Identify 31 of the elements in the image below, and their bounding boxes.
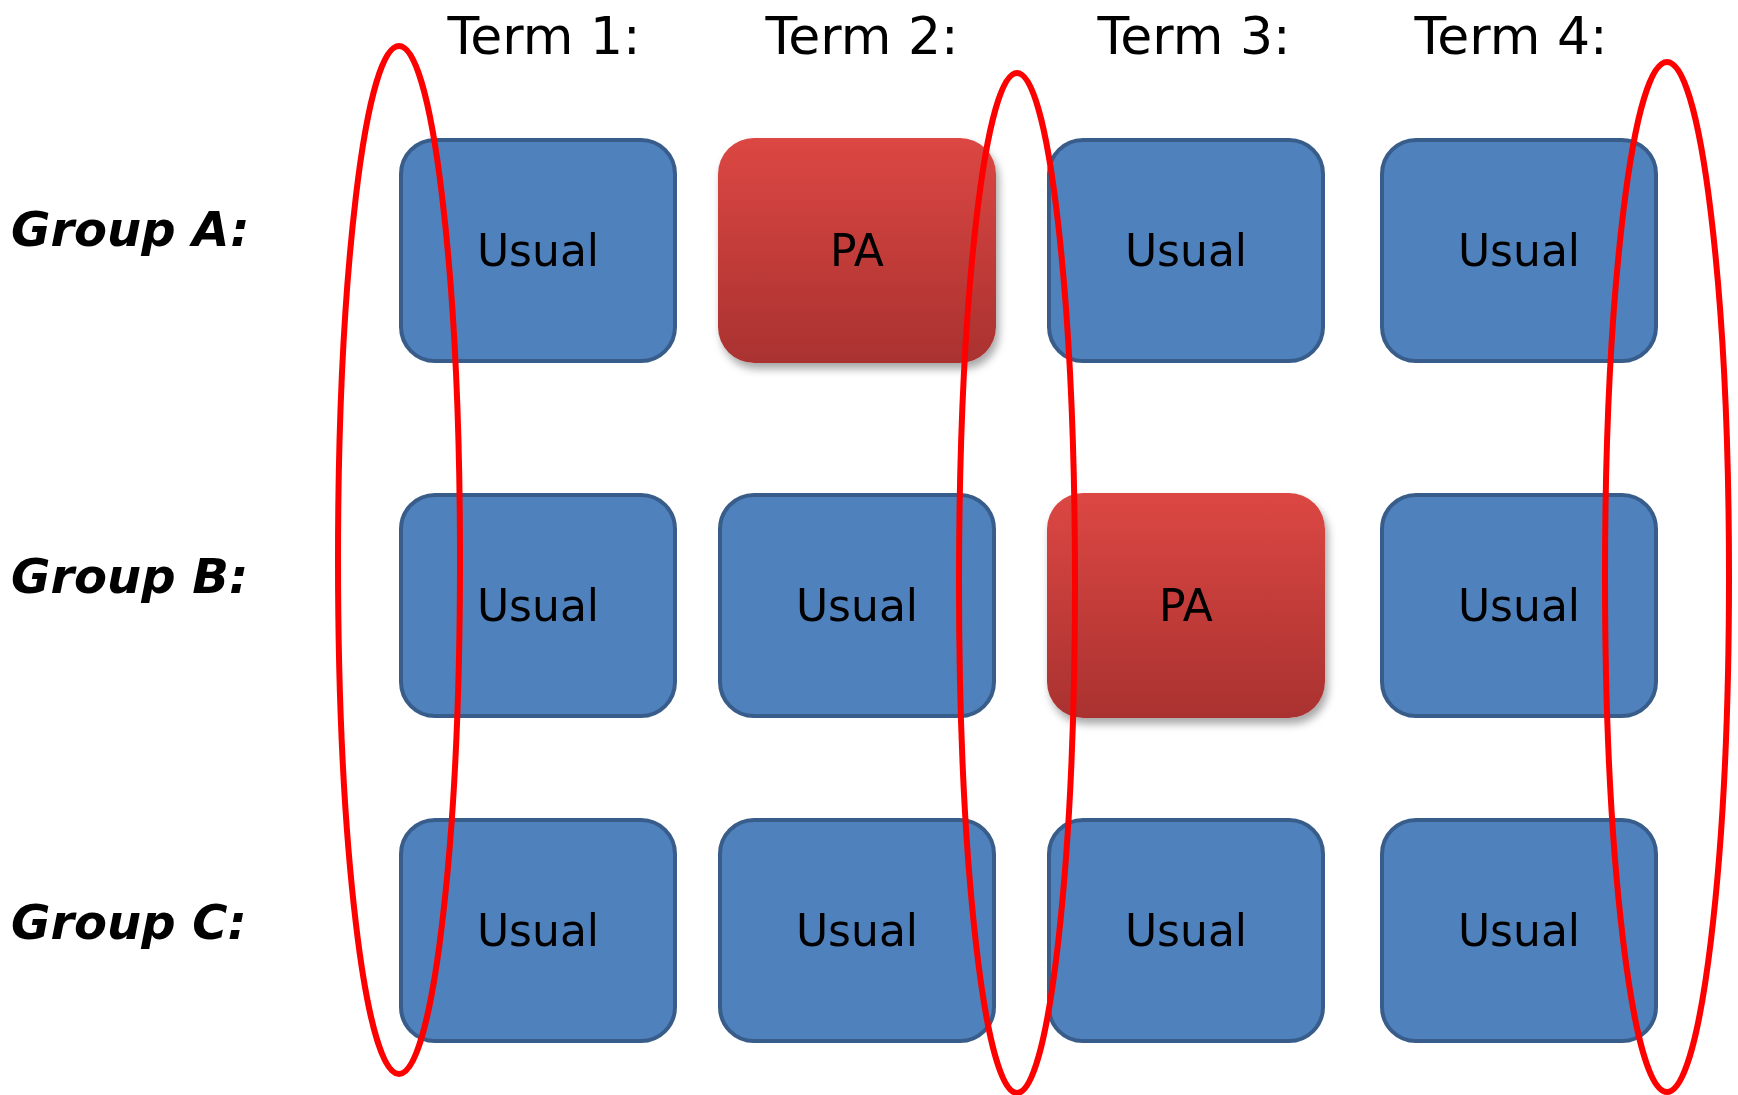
box-label: PA bbox=[1159, 580, 1213, 631]
rounded-box bbox=[399, 493, 677, 718]
rounded-box bbox=[718, 493, 996, 718]
row-heading: Group C: bbox=[11, 894, 247, 950]
box-label: Usual bbox=[795, 580, 919, 631]
box-label: Usual bbox=[795, 905, 919, 956]
row-heading: Group A: bbox=[11, 201, 250, 257]
box-label: Usual bbox=[1457, 225, 1581, 276]
box-label: Usual bbox=[476, 580, 600, 631]
rounded-box bbox=[1047, 138, 1325, 363]
rounded-box bbox=[1380, 138, 1658, 363]
box-label: Usual bbox=[1457, 905, 1581, 956]
box-label: Usual bbox=[476, 905, 600, 956]
row-heading: Group B: bbox=[11, 548, 249, 604]
rounded-box bbox=[1047, 493, 1325, 718]
column-heading: Term 1: bbox=[447, 6, 641, 66]
column-heading: Term 3: bbox=[1097, 6, 1291, 66]
rounded-box bbox=[399, 138, 677, 363]
column-heading: Term 2: bbox=[765, 6, 959, 66]
rounded-box bbox=[718, 818, 996, 1043]
rounded-box bbox=[399, 818, 677, 1043]
box-label: Usual bbox=[1124, 905, 1248, 956]
rounded-box bbox=[718, 138, 996, 363]
box-label: Usual bbox=[1457, 580, 1581, 631]
box-label: PA bbox=[830, 225, 884, 276]
rounded-box bbox=[1047, 818, 1325, 1043]
rounded-box bbox=[1380, 818, 1658, 1043]
box-label: Usual bbox=[1124, 225, 1248, 276]
box-label: Usual bbox=[476, 225, 600, 276]
rounded-box bbox=[1380, 493, 1658, 718]
column-heading: Term 4: bbox=[1414, 6, 1608, 66]
